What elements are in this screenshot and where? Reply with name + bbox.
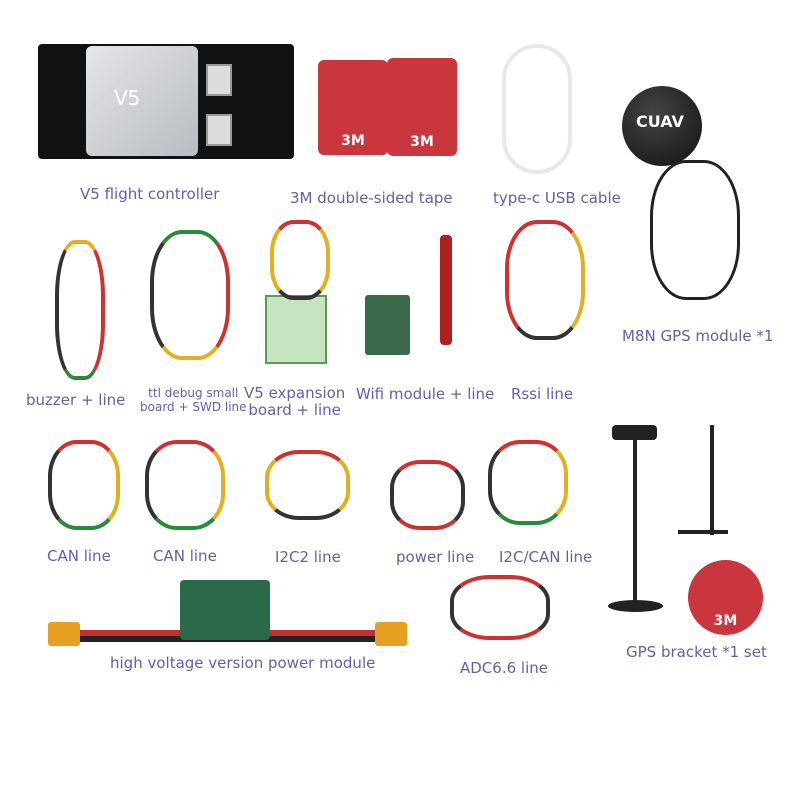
tape-image: 3M (387, 58, 457, 156)
can-cable-image (145, 440, 225, 530)
ttl-debug-cable-image (150, 230, 230, 360)
expansion-cable-image (270, 220, 330, 300)
label-i2c-can: I2C/CAN line (499, 548, 593, 566)
buzzer-cable-image (55, 240, 105, 380)
hex-key-image (678, 530, 728, 534)
power-cable-image (390, 460, 465, 530)
adhesive-pad-image: 3M (688, 560, 763, 635)
label-can-1: CAN line (47, 547, 111, 565)
i2c2-cable-image (265, 450, 350, 520)
i2c-can-cable-image (488, 440, 568, 525)
flight-controller-image: V5 (38, 44, 294, 159)
port (206, 64, 232, 96)
expansion-board-image (265, 295, 327, 364)
label-rssi: Rssi line (511, 385, 574, 403)
logo-text: V5 (114, 86, 141, 110)
label-can-2: CAN line (153, 547, 217, 565)
bracket-pole-image (633, 440, 637, 605)
label-gps-bracket: GPS bracket *1 set (626, 643, 767, 661)
hex-key-image (710, 425, 714, 535)
label-power-module: high voltage version power module (110, 654, 376, 672)
usb-cable-image (502, 44, 572, 174)
bracket-clamp-image (612, 425, 657, 440)
power-module-image (180, 580, 270, 640)
adc-cable-image (450, 575, 550, 640)
wifi-module-image (365, 295, 410, 355)
rssi-cable-image (505, 220, 585, 340)
label-tape: 3M double-sided tape (290, 189, 453, 207)
port (206, 114, 232, 146)
label-adc: ADC6.6 line (460, 659, 548, 677)
label-i2c2: I2C2 line (275, 548, 341, 566)
can-cable-image (48, 440, 120, 530)
gps-module-image: CUAV (622, 86, 702, 166)
label-wifi: Wifi module + line (356, 385, 495, 403)
label-flight-controller: V5 flight controller (80, 185, 220, 203)
xt-connector-image (375, 622, 407, 646)
label-buzzer: buzzer + line (26, 391, 126, 409)
bracket-base-image (608, 600, 663, 612)
tape-image: 3M (318, 60, 388, 155)
gps-cable-image (650, 160, 740, 300)
xt-connector-image (48, 622, 80, 646)
label-gps: M8N GPS module *1 (622, 327, 774, 345)
antenna-image (440, 235, 452, 345)
label-power: power line (396, 548, 475, 566)
label-usb-cable: type-c USB cable (493, 189, 621, 207)
